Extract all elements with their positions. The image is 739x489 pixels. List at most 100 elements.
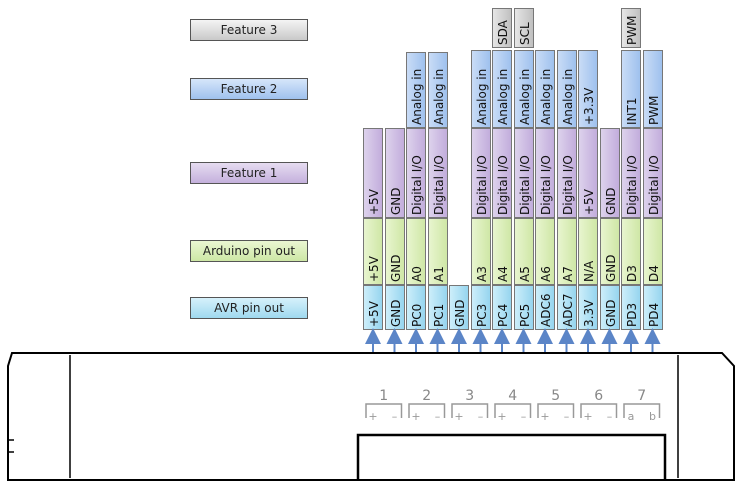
port-4-number: 4: [508, 388, 517, 404]
pin-11-arduino: N/A: [578, 218, 598, 285]
port-3: 3+–: [451, 388, 489, 423]
port-4-left-label: +: [497, 410, 506, 423]
pin-4-arduino: A1: [427, 218, 448, 285]
port-1-number: 1: [379, 388, 388, 404]
pin-3-feature-2: Analog in: [406, 52, 426, 128]
pin-10-feature-1: Digital I/O: [556, 128, 577, 218]
pin-14-feature-1: Digital I/O: [642, 128, 663, 218]
legend-feature-1-label: Feature 1: [220, 166, 278, 180]
pin-8-feature-2-label: Analog in: [517, 68, 532, 125]
pin-10-feature-2-label: Analog in: [560, 68, 575, 125]
legend-feature-3-label: Feature 3: [220, 23, 278, 37]
pin-9-feature-2-label: Analog in: [539, 68, 553, 125]
pin-14-feature-2-label: PWM: [646, 95, 661, 125]
pin-7-feature-3-label: SDA: [496, 20, 510, 45]
legend-arduino-label: Arduino pin out: [202, 244, 296, 258]
legend-feature-2: Feature 2: [190, 78, 308, 100]
pin-2-feature-1-label: GND: [388, 187, 403, 215]
port-2-number: 2: [422, 388, 431, 404]
pin-9-arduino: A6: [535, 218, 555, 285]
pin-14-arduino-label: D4: [646, 265, 661, 282]
port-6-left-label: +: [583, 410, 592, 423]
pin-8-feature-2: Analog in: [513, 50, 534, 128]
pin-12-arduino-label: GND: [603, 254, 618, 282]
pin-8-feature-1-label: Digital I/O: [517, 155, 532, 215]
port-3-left-label: +: [454, 410, 463, 423]
pin-8-feature-3: SCL: [513, 8, 534, 48]
port-6-right-label: –: [607, 410, 613, 423]
pin-4-avr-label: PC1: [431, 303, 446, 327]
legend-feature-2-label: Feature 2: [220, 82, 278, 96]
port-4: 4+ –: [494, 388, 532, 423]
pin-13-feature-3: PWM: [621, 8, 641, 48]
pin-12-avr: GND: [599, 285, 620, 330]
pin-11-feature-1-label: +5V: [582, 189, 596, 215]
port-3-number: 3: [465, 388, 474, 404]
pin-14-feature-1-label: Digital I/O: [646, 155, 661, 215]
pin-1-arduino-label: +5V: [367, 256, 381, 282]
pin-8-arduino: A5: [513, 218, 534, 285]
pin-3-feature-1-label: Digital I/O: [410, 155, 424, 215]
pin-13-arduino-label: D3: [625, 265, 639, 282]
pin-9-feature-2: Analog in: [535, 50, 555, 128]
pin-4-feature-2: Analog in: [427, 52, 448, 128]
pin-6-arduino-label: A3: [474, 266, 489, 282]
pin-2-avr: GND: [384, 285, 405, 330]
port-2-right-label: –: [435, 410, 441, 423]
pin-11-feature-2: +3.3V: [578, 50, 598, 128]
pin-3-feature-1: Digital I/O: [406, 128, 426, 218]
pin-9-arduino-label: A6: [539, 266, 553, 282]
pin-14-avr-label: PD4: [646, 302, 661, 327]
pin-2-avr-label: GND: [388, 299, 403, 327]
port-5-number: 5: [551, 388, 560, 404]
pin-14-feature-2: PWM: [642, 50, 663, 128]
pin-7-feature-1: Digital I/O: [492, 128, 512, 218]
pin-1-avr: +5V: [363, 285, 383, 330]
port-7-left-label: a: [628, 410, 635, 423]
port-5: 5+–: [537, 388, 575, 423]
pin-10-avr-label: ADC7: [560, 293, 575, 327]
pin-3-feature-2-label: Analog in: [410, 68, 424, 125]
pin-11-arduino-label: N/A: [582, 260, 596, 282]
pin-4-feature-2-label: Analog in: [431, 68, 446, 125]
pin-5-avr-label: GND: [453, 299, 467, 327]
pin-9-avr: ADC6: [535, 285, 555, 330]
pin-6-avr: PC3: [470, 285, 491, 330]
pin-2-arduino: GND: [384, 218, 405, 285]
pin-7-arduino: A4: [492, 218, 512, 285]
pin-5-avr: GND: [449, 285, 469, 330]
pin-12-avr-label: GND: [603, 299, 618, 327]
pin-6-avr-label: PC3: [474, 303, 489, 327]
pin-7-feature-3: SDA: [492, 8, 512, 48]
port-4-right-label: –: [521, 410, 527, 423]
pin-9-feature-1: Digital I/O: [535, 128, 555, 218]
pin-13-arduino: D3: [621, 218, 641, 285]
pin-6-feature-2: Analog in: [470, 50, 491, 128]
pin-3-arduino-label: A0: [410, 266, 424, 282]
port-5-left-label: +: [540, 410, 549, 423]
pin-11-feature-2-label: +3.3V: [582, 87, 596, 125]
board-outline: [7, 352, 735, 481]
pin-13-avr: PD3: [621, 285, 641, 330]
pin-12-feature-1-label: GND: [603, 187, 618, 215]
pin-2-arduino-label: GND: [388, 254, 403, 282]
pin-3-arduino: A0: [406, 218, 426, 285]
pin-4-feature-1-label: Digital I/O: [431, 155, 446, 215]
pin-13-feature-2-label: INT1: [625, 97, 639, 125]
port-1-right-label: –: [392, 410, 398, 423]
port-6: 6+–: [580, 388, 618, 423]
port-7-number: 7: [637, 388, 646, 404]
pin-11-avr-label: 3.3V: [582, 299, 596, 327]
legend-avr-pinout: AVR pin out: [190, 297, 308, 319]
pin-7-avr-label: PC4: [496, 303, 510, 327]
pin-4-arduino-label: A1: [431, 266, 446, 282]
pin-9-avr-label: ADC6: [539, 293, 553, 327]
pin-3-avr-label: PC0: [410, 303, 424, 327]
board-notch: [7, 439, 14, 453]
pin-10-arduino-label: A7: [560, 266, 575, 282]
connector-slot: [356, 433, 667, 480]
pin-13-feature-1-label: Digital I/O: [625, 155, 639, 215]
pin-13-feature-3-label: PWM: [625, 15, 639, 45]
